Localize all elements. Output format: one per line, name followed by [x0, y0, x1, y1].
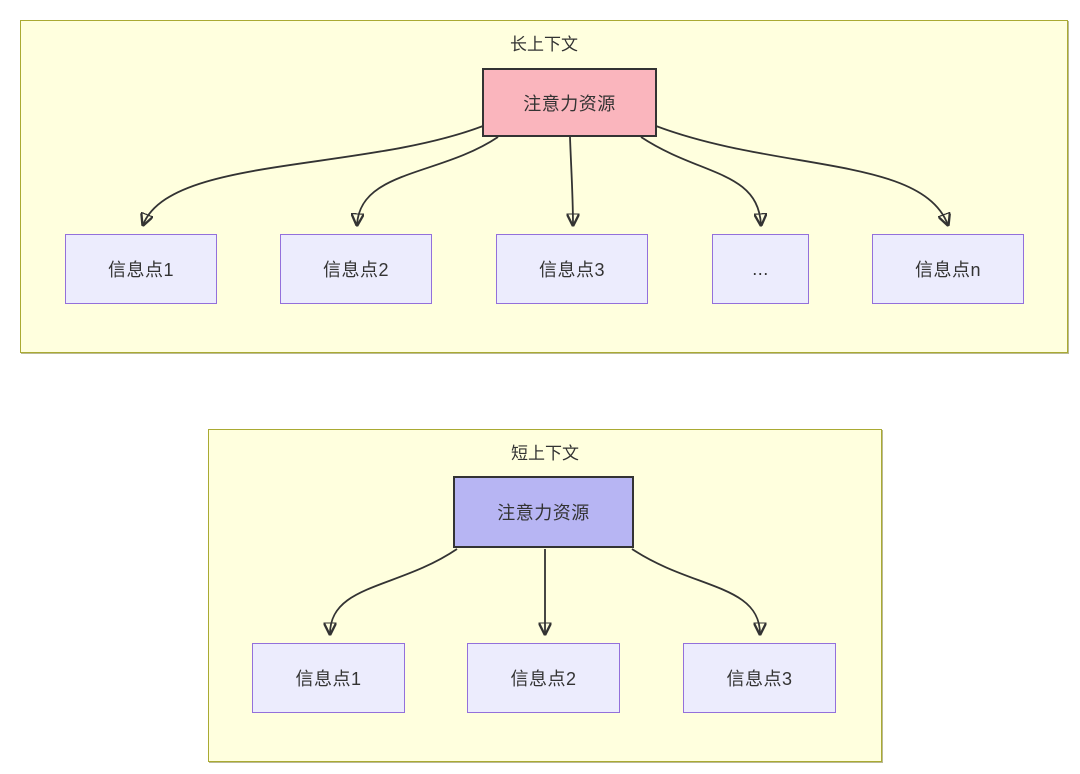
short-info-label-2: 信息点2: [510, 669, 577, 689]
long-context-container: 长上下文 注意力资源 信息点1 信息点2 信息点3 ... 信息点n: [20, 20, 1068, 353]
short-info-node-3: 信息点3: [683, 643, 836, 713]
short-attention-label: 注意力资源: [497, 503, 590, 523]
short-info-label-1: 信息点1: [295, 669, 362, 689]
short-info-node-2: 信息点2: [467, 643, 620, 713]
long-info-node-2: 信息点2: [280, 234, 432, 304]
long-info-label-1: 信息点1: [107, 260, 174, 280]
long-info-label-2: 信息点2: [322, 260, 389, 280]
long-info-label-n: 信息点n: [914, 260, 981, 280]
long-info-node-1: 信息点1: [65, 234, 217, 304]
long-info-label-3: 信息点3: [538, 260, 605, 280]
short-info-label-3: 信息点3: [726, 669, 793, 689]
long-context-title: 长上下文: [510, 35, 578, 54]
short-info-node-1: 信息点1: [252, 643, 405, 713]
long-info-node-ellipsis: ...: [712, 234, 809, 304]
short-context-title: 短上下文: [511, 444, 579, 463]
long-attention-label: 注意力资源: [523, 93, 616, 114]
long-info-label-ellipsis: ...: [752, 258, 769, 279]
long-attention-node: 注意力资源: [482, 68, 657, 137]
short-context-container: 短上下文 注意力资源 信息点1 信息点2 信息点3: [208, 429, 882, 762]
long-info-node-n: 信息点n: [872, 234, 1024, 304]
short-attention-node: 注意力资源: [453, 476, 634, 548]
long-info-node-3: 信息点3: [496, 234, 648, 304]
